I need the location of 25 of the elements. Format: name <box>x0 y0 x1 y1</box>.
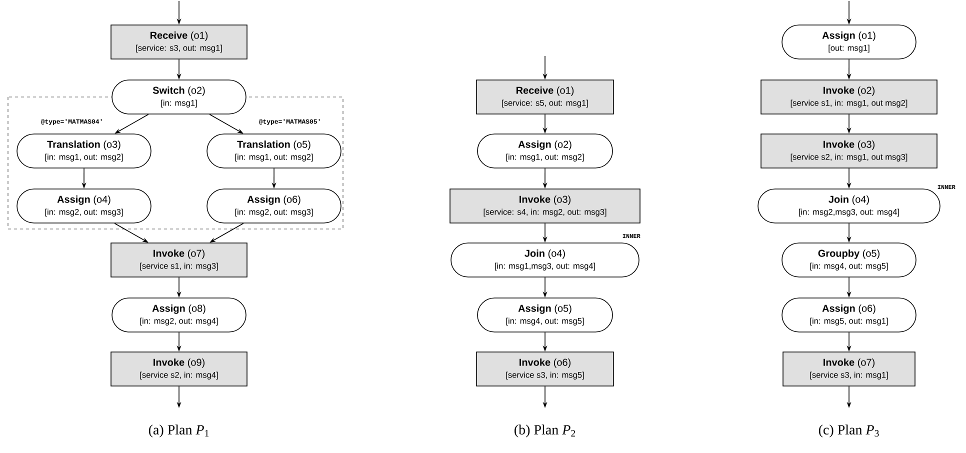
process-box: Invoke (o7) [service s3, in: msg1] <box>782 352 916 386</box>
rounded-box: Join (o4) [in: msg2,msg3, out: msg4] <box>758 188 940 224</box>
rounded-box: Assign (o2) [in: msg1, out: msg2] <box>477 134 613 168</box>
rounded-box: Translation (o3) [in: msg1, out: msg2] <box>16 134 152 168</box>
caption: (b) Plan P$_{2}$ <box>514 424 576 438</box>
caption: (a) Plan P$_{1}$ <box>148 424 209 438</box>
rounded-box: Translation (o5) [in: msg1, out: msg2] <box>206 134 342 168</box>
rounded-box: Assign (o6) [in: msg2, out: msg3] <box>206 188 342 224</box>
rounded-box: Assign (o6) [in: msg5, out: msg1] <box>782 298 916 332</box>
rounded-box: Join (o4) [in: msg1,msg3, out: msg4] <box>450 242 640 278</box>
process-box: Receive (o1) [service: s3, out: msg1] <box>110 24 248 60</box>
rounded-box: Assign (o8) [in: msg2, out: msg4] <box>112 298 246 332</box>
rounded-box: Switch (o2) [in: msg1] <box>112 80 246 114</box>
rounded-box: Assign (o4) [in: msg2, out: msg3] <box>16 188 152 224</box>
rounded-box: Assign (o5) [in: msg4, out: msg5] <box>477 298 613 332</box>
process-box: Invoke (o3) [service: s4, in: msg2, out: msg3] <box>450 188 640 224</box>
rounded-box: Assign (o1) [out: msg1] <box>782 24 916 60</box>
process-box: Invoke (o9) [service s2, in: msg4] <box>110 352 248 386</box>
process-box: Invoke (o7) [service s1, in: msg3] <box>110 242 248 278</box>
process-box: Invoke (o3) [service s2, in: msg1, out msg3] <box>760 134 938 168</box>
rounded-box: Groupby (o5) [in: msg4, out: msg5] <box>782 242 916 278</box>
process-box: Receive (o1) [service: s5, out: msg1] <box>476 80 614 114</box>
caption: (c) Plan P$_{3}$ <box>818 424 879 438</box>
process-box: Invoke (o2) [service s1, in: msg1, out msg2] <box>760 80 938 114</box>
process-box: Invoke (o6) [service s3, in: msg5] <box>476 352 614 386</box>
